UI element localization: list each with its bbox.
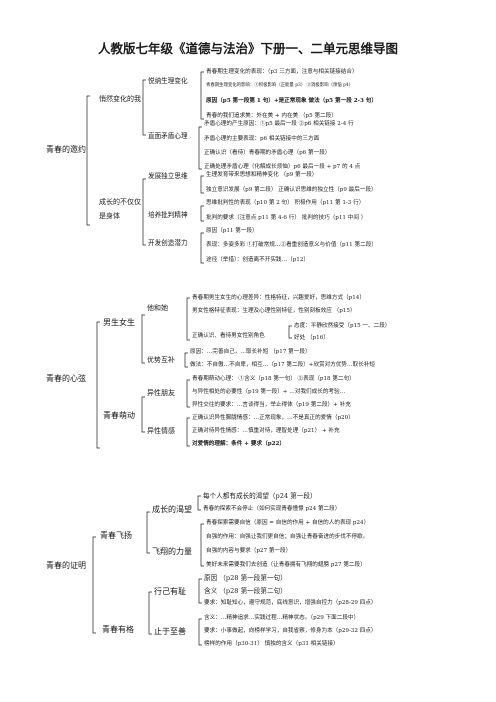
sub-branch-node: 悦纳生理变化 xyxy=(148,77,188,85)
root-node: 青春的邀约 xyxy=(46,145,86,154)
bracket-s2-b1 xyxy=(141,314,145,364)
leaf-text: 原因 （p28 第一段第一句） xyxy=(204,574,287,582)
leaf-text: 男女性格特征表现：生理及心理性别特征，性别刻板效应 （p15） xyxy=(192,308,356,314)
bracket-s1-b1 xyxy=(142,79,146,136)
sub-branch-node: 发展独立思维 xyxy=(148,172,188,180)
branch-node: 悄然变化的我 xyxy=(99,95,141,103)
leaf-text: 青春期萌动心理： ①含义（p18 第一句） ②表现（p18 第二句） xyxy=(192,376,355,382)
branch-node: 青春飞扬 xyxy=(100,531,132,540)
bracket-s3-b2c1 xyxy=(198,578,202,604)
leaf-text: 正确认识、看待男女性别角色 xyxy=(192,333,265,339)
bracket-s1-b2c2 xyxy=(200,205,204,222)
leaf-text: 含义 （p28 第一段第二句） xyxy=(204,587,287,595)
leaf-text: 自强的作用：自强让我们更自信；自强让青春奋进的步伐不停歇。 xyxy=(206,534,369,540)
bracket-s3-b1c1 xyxy=(197,495,201,511)
leaf-text: 对爱情的理解：条件 + 要求（p22） xyxy=(192,441,285,447)
bracket-s2-b2c1 xyxy=(186,379,190,408)
bracket-s2-b1c1sub xyxy=(288,325,292,339)
sub-branch-node: 行己有耻 xyxy=(154,587,186,596)
leaf-text: 正确认识异性朦胧情感：…正常现象，…不是真正的爱情（p20） xyxy=(192,415,354,421)
page-title: 人教版七年级《道德与法治》下册一、二单元思维导图 xyxy=(97,41,398,56)
sub-branch-node: 异性朋友 xyxy=(147,389,175,397)
leaf-text: 青春期生理变化的影响：①积极影响（正能量 p3） ②消极影响（烦恼 p4） xyxy=(206,83,354,88)
bracket-s1-b1c2 xyxy=(198,126,202,170)
leaf-text: 生理发育带来思想和精神变化 （p9 第一段） xyxy=(206,172,318,178)
leaf-text: 青春的我们追求美：外在美 + 内在美 （p5 第二段） xyxy=(206,113,337,119)
leaf-text: 矛盾心理的产生原因：①p5 最后一段 ②p6 相关链接 2-4 行 xyxy=(204,121,354,127)
leaf-text: 原因：…完善自己，…取长补短 （p17 第一段） xyxy=(190,349,311,355)
bracket-s1-b2 xyxy=(142,178,146,246)
bracket-s3-root xyxy=(92,536,96,634)
leaf-text: 做法：不自傲…不自卑，相互…（p17 第二段）+欣赏对方优势…取长补短 xyxy=(190,362,375,368)
leaf-text: 要求：小事做起，向榜样学习，自我省察，修身为本（p29-32 四点） xyxy=(204,628,377,634)
root-node: 青春的证明 xyxy=(46,561,86,570)
root-node: 青春的心弦 xyxy=(46,374,86,383)
leaf-text: 美好未来需要我们去创造（让青春拥有飞翔的翅膀 p27 第二段） xyxy=(206,562,366,568)
leaf-text: 榜样的作用（p30-31） 慎独的含义（p31 相关链接） xyxy=(204,641,339,647)
bracket-s1-root xyxy=(86,95,90,226)
leaf-text: 表现：多姿多彩 ①打破常规…②看重创造意义与价值（p11 第二段） xyxy=(206,242,377,248)
leaf-text: 青春期男生女生的心理差异：性格特征，兴趣爱好，思维方式（p14） xyxy=(192,295,365,301)
leaf-text: 独立意识发展（p9 第二段） 正确认识思维的独立性（p9 最后一段） xyxy=(206,187,377,193)
sub-branch-node: 异性情感 xyxy=(147,427,175,435)
bracket-s1-b2c3 xyxy=(200,232,204,264)
bracket-s1-b2c1 xyxy=(200,175,204,194)
leaf-text: 原因（p5 第一段第 1 句）+是正常现象 做法（p5 第一段 2-3 句） xyxy=(206,98,377,104)
leaf-text: 正确处理矛盾心理（化解成长烦恼）p6 最后一段 + p7 的 4 点 xyxy=(204,164,361,170)
sub-branch-node: 他和她 xyxy=(147,304,168,312)
leaf-text: 矛盾心理的主要表现：p6 相关链接中的三方面 xyxy=(204,136,320,142)
bracket-s3-b1 xyxy=(146,511,150,554)
leaf-text: 思维批判性的表现（p10 第 2 句） 积极作用（p11 第 1-3 行） xyxy=(206,200,365,206)
bracket-s1-b1c1 xyxy=(200,71,204,120)
bracket-s2-b2c2 xyxy=(186,417,190,447)
leaf-text: 正确认识（看待）青春期的矛盾心理（p6 第一段） xyxy=(204,150,331,156)
bracket-s2-root xyxy=(96,321,100,449)
leaf-text: 要求：知耻知心，遵守规范，底线意识，增强自控力（p28-29 四点） xyxy=(204,600,377,606)
leaf-text: 好处 （p16） xyxy=(294,335,329,341)
leaf-text: 青春期生理变化的表现：（p3 三方面，注意与相关链接结合） xyxy=(206,69,358,75)
sub-branch-node: 飞翔的力量 xyxy=(152,547,192,556)
bracket-s3-b2 xyxy=(148,591,152,635)
leaf-text: 含义：…精神追求…实践过程…精神状态。（p29 下面二段中） xyxy=(204,615,360,621)
leaf-text: 批判的要求（注意点 p11 第 4-6 行） 批判的技巧（p11 中间 ） xyxy=(206,215,367,221)
branch-node: 是身体 xyxy=(99,212,120,220)
branch-node: 男生女生 xyxy=(103,318,135,327)
leaf-text: 每个人都有成长的渴望（p24 第一段） xyxy=(203,492,317,500)
branch-node: 青春萌动 xyxy=(103,411,135,420)
leaf-text: 原因（p11 第一段） xyxy=(206,228,258,234)
bracket-s3-b2c2 xyxy=(198,618,202,646)
sub-branch-node: 优势互补 xyxy=(147,356,175,364)
leaf-text: 青春的探索不会停止（如何实现青春憧憬 p24 第二段） xyxy=(203,506,341,512)
leaf-text: 途径（举措）：创造离不开实践…（p12） xyxy=(206,257,309,263)
leaf-text: 与异性相处的必要性（p19 第一段）+ …对我们成长的考验… xyxy=(192,389,346,395)
bracket-s2-b2 xyxy=(141,396,145,433)
sub-branch-node: 直面矛盾心理 xyxy=(148,132,188,140)
branch-node: 成长的不仅仅 xyxy=(99,198,141,206)
leaf-text: 态度：平静欣然接受（p15 一、二段） xyxy=(294,323,391,329)
sub-branch-node: 开发创造潜力 xyxy=(148,239,188,247)
sub-branch-node: 止于至善 xyxy=(154,627,186,636)
sub-branch-node: 成长的渴望 xyxy=(152,505,192,514)
branch-node: 青春有格 xyxy=(102,625,134,634)
leaf-text: 正确对待异性情感：…慎重对待，理智处理（p21） + 补充 xyxy=(192,428,340,434)
sub-branch-node: 培养批判精神 xyxy=(148,211,188,219)
leaf-text: 青春探索需要自信（原因 = 自信的作用 + 自信的人的表现 p24） xyxy=(206,520,370,526)
bracket-s2-b1c1 xyxy=(186,297,190,341)
bracket-s2-b1c2 xyxy=(184,352,188,368)
leaf-text: 自强的内容与要求（p27 第一段） xyxy=(206,548,292,554)
bracket-s3-b1c2 xyxy=(200,523,204,567)
leaf-text: 异性交往的要求：…言谈得当，举止得体（p19 第二段）+ 补充 xyxy=(192,402,351,408)
